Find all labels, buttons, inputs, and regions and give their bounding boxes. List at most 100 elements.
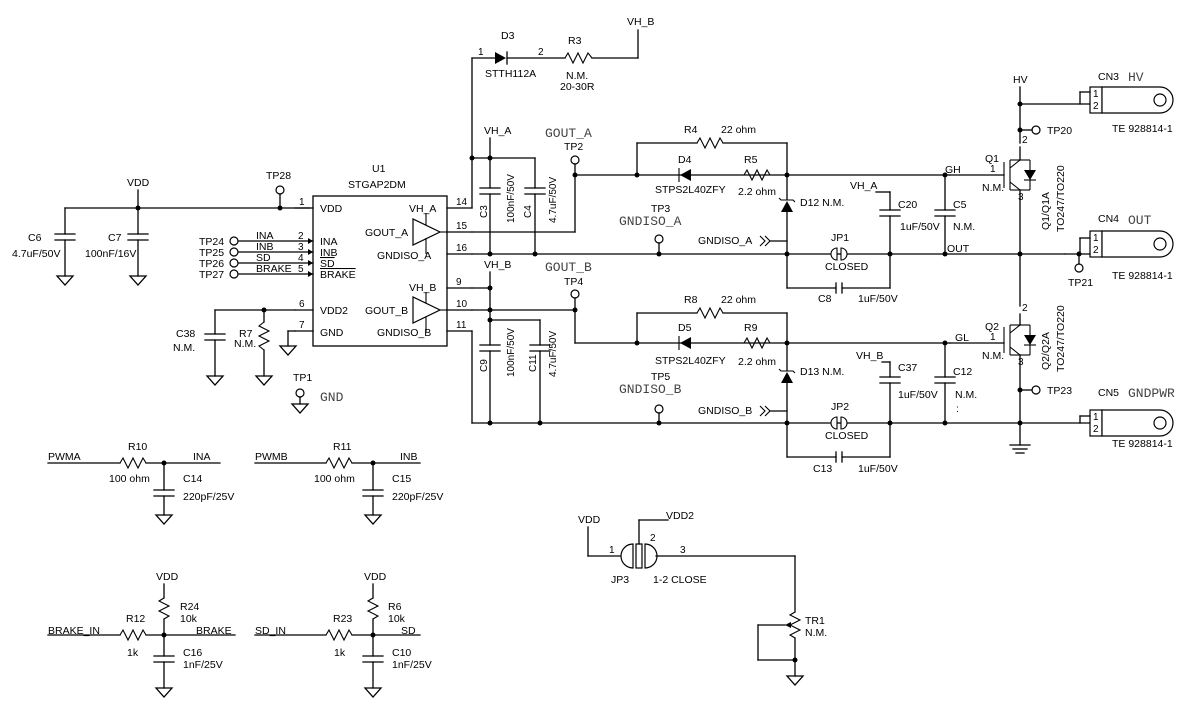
- svg-text:GNDISO_B: GNDISO_B: [698, 405, 752, 417]
- svg-text:R9: R9: [744, 322, 758, 334]
- u1-pin-vh-a: VH_A: [409, 203, 436, 215]
- svg-text:R4: R4: [684, 124, 698, 136]
- svg-text:CN5: CN5: [1098, 387, 1119, 399]
- svg-text:CN3: CN3: [1098, 71, 1119, 83]
- tp27-testpoint[interactable]: [229, 269, 239, 279]
- svg-text:C15: C15: [392, 473, 411, 485]
- tp4-testpoint[interactable]: [570, 289, 580, 299]
- c7-ref: C7: [108, 232, 122, 244]
- svg-text:1: 1: [609, 545, 615, 556]
- svg-text:GNDISO_A: GNDISO_A: [698, 235, 752, 247]
- svg-text:VH_B: VH_B: [484, 259, 511, 271]
- svg-text:4: 4: [298, 253, 304, 264]
- svg-text:Q2/Q2A: Q2/Q2A: [1040, 332, 1052, 370]
- u1-pin-vh-b: VH_B: [409, 282, 436, 294]
- c6-ref: C6: [28, 232, 42, 244]
- svg-text:STTH112A: STTH112A: [485, 68, 536, 80]
- svg-text:15: 15: [456, 221, 468, 232]
- vdd-supply-section: VDD TP28 C6 4.7uF/50V C7 100nF/16V: [12, 170, 311, 286]
- svg-text:N.M.: N.M.: [234, 338, 256, 350]
- svg-text:D3: D3: [501, 30, 515, 42]
- svg-text:OUT: OUT: [947, 243, 970, 255]
- svg-text:3: 3: [680, 545, 686, 556]
- svg-text:220pF/25V: 220pF/25V: [183, 491, 234, 503]
- svg-text:2: 2: [298, 231, 304, 242]
- tp24-testpoint[interactable]: [229, 236, 239, 246]
- svg-text:100nF/50V: 100nF/50V: [506, 328, 517, 377]
- svg-text:C37: C37: [898, 362, 917, 374]
- svg-text:2: 2: [1093, 101, 1099, 112]
- svg-text:TP1: TP1: [293, 372, 312, 384]
- tp28-testpoint[interactable]: [275, 185, 285, 195]
- tp21-testpoint[interactable]: [1074, 263, 1084, 273]
- svg-text:GNDPWR: GNDPWR: [1128, 386, 1175, 401]
- input-filters: PWMA INA R10 100 ohm C14 220pF/25V PWMB …: [47, 441, 443, 698]
- svg-text:VH_B: VH_B: [627, 16, 654, 28]
- vdd-net-label: VDD: [127, 177, 150, 189]
- svg-text:VDD2: VDD2: [666, 510, 694, 522]
- svg-text:R6: R6: [388, 601, 402, 613]
- svg-text:INB: INB: [256, 241, 274, 253]
- svg-text:2: 2: [1022, 303, 1028, 314]
- svg-text:2: 2: [1093, 245, 1099, 256]
- svg-text:C11: C11: [528, 354, 539, 372]
- u1-ref: U1: [372, 163, 386, 175]
- svg-text:C3: C3: [479, 205, 490, 218]
- gndiso-b-big-label: GNDISO_B: [619, 382, 682, 397]
- svg-text:N.M.: N.M.: [982, 350, 1004, 362]
- jp3-tr1-section: VDD 1 VDD2 2 3 JP3 1-2 CLOSE TR1 N.M.: [578, 510, 827, 686]
- svg-text:TP23: TP23: [1047, 385, 1072, 397]
- svg-text:1uF/50V: 1uF/50V: [858, 293, 898, 305]
- svg-text:N.M.: N.M.: [982, 182, 1004, 194]
- tp1-testpoint[interactable]: [295, 388, 305, 398]
- u1-pin-vdd2: VDD2: [320, 305, 348, 317]
- svg-text:TP5: TP5: [651, 371, 670, 383]
- svg-text:STPS2L40ZFY: STPS2L40ZFY: [655, 355, 726, 367]
- svg-text:2.2 ohm: 2.2 ohm: [738, 356, 776, 368]
- svg-text:TP21: TP21: [1068, 277, 1093, 289]
- tp26-testpoint[interactable]: [229, 258, 239, 268]
- svg-text:1: 1: [1093, 412, 1099, 423]
- tp20-testpoint[interactable]: [1031, 125, 1041, 135]
- tp2-testpoint[interactable]: [570, 155, 580, 165]
- svg-text:7: 7: [299, 320, 305, 331]
- svg-text:2: 2: [538, 47, 544, 58]
- svg-text:R12: R12: [126, 613, 145, 625]
- svg-text:C13: C13: [813, 463, 832, 475]
- svg-text:SD: SD: [401, 625, 416, 637]
- svg-text:100 ohm: 100 ohm: [314, 473, 355, 485]
- svg-text:VH_A: VH_A: [484, 125, 511, 137]
- u1-pin-gout-a: GOUT_A: [365, 227, 408, 239]
- svg-text:2: 2: [650, 533, 656, 544]
- svg-text:CLOSED: CLOSED: [825, 430, 869, 442]
- svg-text:5: 5: [298, 264, 304, 275]
- u1-pin-gndiso-a: GNDISO_A: [377, 250, 431, 262]
- channel-a: VH_B 1 2 D3 STTH112A R3 N.M. 20-30R VH_A…: [469, 16, 1066, 305]
- svg-text:TR1: TR1: [805, 615, 825, 627]
- svg-text:6: 6: [299, 299, 305, 310]
- svg-text:BRAKE: BRAKE: [256, 263, 292, 275]
- tp5-testpoint[interactable]: [654, 404, 664, 414]
- svg-text:C20: C20: [898, 199, 917, 211]
- svg-text:CN4: CN4: [1098, 213, 1119, 225]
- svg-text:16: 16: [456, 243, 468, 254]
- gout-a-label: GOUT_A: [545, 126, 592, 141]
- svg-text:BRAKE_IN: BRAKE_IN: [48, 625, 100, 637]
- u1-pin-sd: SD: [320, 258, 335, 270]
- gout-b-label: GOUT_B: [545, 260, 592, 275]
- svg-text:D4: D4: [678, 154, 692, 166]
- svg-text:C14: C14: [183, 473, 202, 485]
- svg-text:HV: HV: [1128, 70, 1144, 85]
- channel-b: VH_B C9 100nF/50V C11 4.7uF/50V GOUT_B T…: [471, 259, 1021, 475]
- tp25-testpoint[interactable]: [229, 247, 239, 257]
- svg-text:TP27: TP27: [199, 269, 224, 281]
- svg-text:INA: INA: [256, 230, 274, 242]
- svg-text:22 ohm: 22 ohm: [721, 294, 756, 306]
- svg-text:C8: C8: [818, 293, 832, 305]
- vdd2-gnd-section: C38 N.M. R7 N.M. TP1 GND: [173, 307, 344, 414]
- tp3-testpoint[interactable]: [654, 234, 664, 244]
- svg-text:4.7uF/50V: 4.7uF/50V: [548, 331, 559, 377]
- tp23-testpoint[interactable]: [1031, 385, 1041, 395]
